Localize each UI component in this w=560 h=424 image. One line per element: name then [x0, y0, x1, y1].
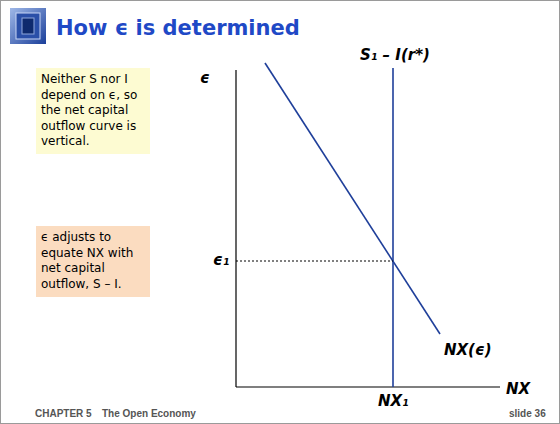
slide-number: slide 36 — [509, 408, 546, 419]
y-axis — [235, 70, 236, 387]
axis-label: ϵ — [200, 69, 210, 87]
footer-chapter: CHAPTER 5 — [35, 408, 92, 419]
note-box: Neither S nor I depend on ϵ, so the net … — [36, 68, 150, 154]
note-text: Neither S nor I depend on ϵ, so the net … — [41, 72, 145, 150]
title-icon — [10, 8, 46, 44]
x-axis — [236, 386, 500, 387]
equilibrium-guide — [236, 261, 393, 262]
value-label: NX₁ — [378, 392, 409, 410]
footer-title: The Open Economy — [102, 408, 196, 419]
value-label: ϵ₁ — [213, 251, 229, 269]
curve-label: NX(ϵ) — [444, 341, 492, 359]
note-text: ϵ adjusts to equate NX with net capital … — [41, 230, 145, 292]
slide-title: How ϵ is determined — [56, 16, 300, 40]
capital-outflow-line — [392, 68, 394, 387]
axis-label: NX — [506, 380, 530, 398]
curve-label: S₁ – I(r*) — [360, 46, 430, 64]
nx-curve — [265, 63, 440, 334]
note-box: ϵ adjusts to equate NX with net capital … — [36, 226, 150, 297]
